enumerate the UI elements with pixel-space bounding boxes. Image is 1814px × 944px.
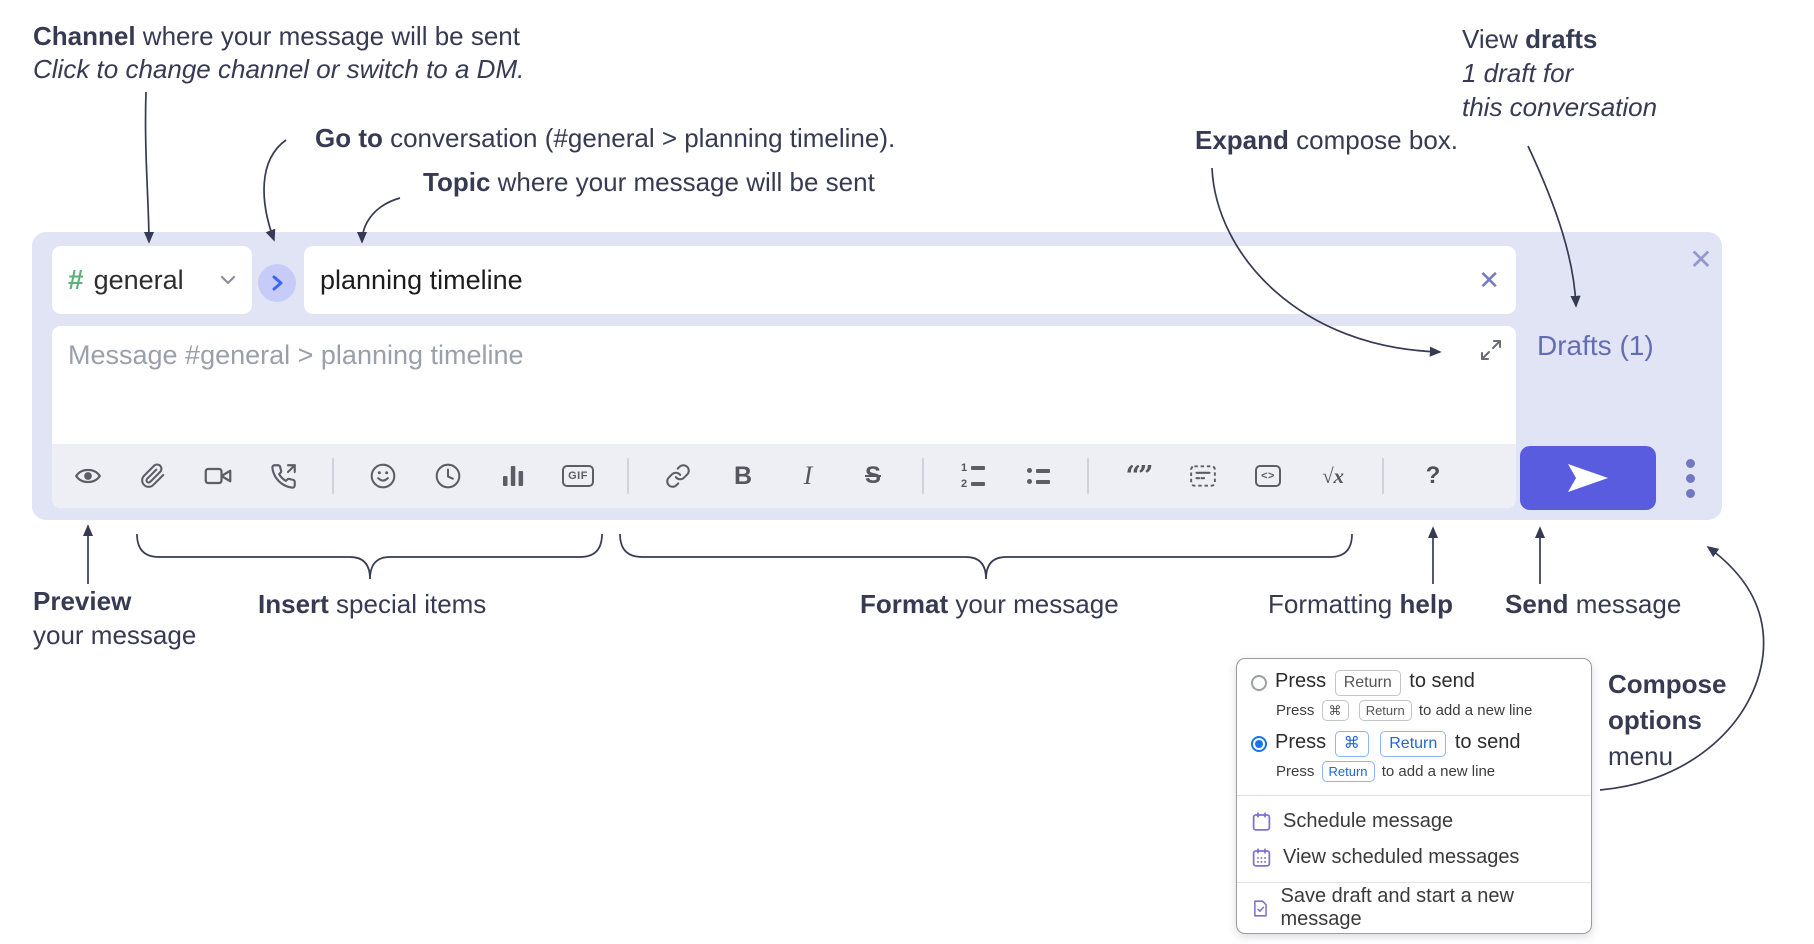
calendar-grid-icon — [1252, 847, 1271, 867]
close-compose-button[interactable]: ✕ — [1682, 240, 1720, 278]
annotation-format: Format your message — [860, 589, 1119, 619]
menu-item-save-draft[interactable]: Save draft and start a new message — [1251, 885, 1577, 930]
spoiler-icon[interactable] — [1187, 460, 1219, 492]
option-return-subtext: Press ⌘ Return to add a new line — [1276, 700, 1533, 721]
toolbar-divider — [627, 458, 629, 494]
expand-compose-icon[interactable] — [1478, 338, 1504, 364]
expand-arrows-icon — [1481, 340, 1501, 360]
chevron-down-icon — [220, 275, 236, 285]
menu-item-schedule-message[interactable]: Schedule message — [1251, 803, 1577, 839]
go-to-conversation-button[interactable] — [258, 264, 296, 302]
topic-field: ✕ — [304, 246, 1516, 314]
annotation-goto: Go to conversation (#general > planning … — [315, 123, 896, 153]
annotation-topic: Topic where your message will be sent — [423, 167, 875, 197]
message-input[interactable] — [52, 326, 1516, 438]
italic-icon[interactable]: I — [803, 461, 813, 490]
annotation-expand: Expand compose box. — [1195, 125, 1459, 155]
link-icon[interactable] — [662, 460, 694, 492]
ellipsis-icon — [1685, 458, 1695, 468]
message-area: GIF B I S 1 2 “” — [52, 326, 1516, 508]
kbd-return: Return — [1321, 761, 1375, 782]
brace-format — [619, 533, 1353, 580]
compose-options-button[interactable] — [1674, 450, 1706, 506]
emoji-icon[interactable] — [367, 460, 399, 492]
channel-hash-icon: # — [68, 264, 84, 295]
send-plane-icon — [1568, 464, 1608, 492]
add-global-time-icon[interactable] — [432, 460, 464, 492]
gif-icon[interactable]: GIF — [562, 460, 594, 492]
kbd-return: Return — [1334, 670, 1401, 696]
save-draft-icon — [1254, 899, 1267, 917]
code-icon[interactable]: <> — [1252, 460, 1284, 492]
numbered-list-icon[interactable]: 1 2 — [957, 460, 989, 492]
kbd-cmd: ⌘ — [1334, 731, 1369, 757]
compose-box: # general ✕ ✕ — [32, 232, 1722, 520]
toolbar-divider — [1087, 458, 1089, 494]
toolbar-divider — [332, 458, 334, 494]
arrow-channel — [143, 91, 155, 244]
annotation-view-drafts: View drafts 1 draft for this conversatio… — [1462, 24, 1658, 122]
math-icon[interactable]: √x — [1321, 463, 1345, 488]
option-cmd-return-to-send[interactable]: Press ⌘ Return to send — [1251, 731, 1577, 757]
bulleted-list-icon[interactable] — [1022, 460, 1054, 492]
quote-icon[interactable]: “” — [1125, 460, 1153, 492]
strikethrough-icon[interactable]: S — [864, 462, 881, 489]
channel-name: general — [93, 264, 184, 295]
menu-divider — [1237, 882, 1591, 883]
menu-divider — [1237, 795, 1591, 796]
toolbar-divider — [1382, 458, 1384, 494]
annotation-channel: Channel where your message will be sent … — [33, 21, 525, 84]
annotation-compose-options: Compose options menu — [1608, 669, 1727, 771]
radio-unselected[interactable] — [1251, 675, 1267, 691]
preview-eye-icon[interactable] — [72, 460, 104, 492]
channel-selector[interactable]: # general — [52, 246, 252, 314]
attach-file-icon[interactable] — [137, 460, 169, 492]
bold-icon[interactable]: B — [733, 461, 753, 490]
brace-insert — [136, 533, 603, 580]
compose-options-menu: Press Return to send Press ⌘ Return to a… — [1236, 658, 1592, 934]
annotation-send: Send message — [1505, 589, 1682, 619]
voice-call-icon[interactable] — [267, 460, 299, 492]
video-call-icon[interactable] — [202, 460, 234, 492]
annotation-formatting-help: Formatting help — [1268, 589, 1453, 619]
send-button[interactable] — [1520, 446, 1656, 510]
arrow-goto — [263, 139, 287, 242]
chevron-right-icon — [272, 275, 283, 291]
kbd-return: Return — [1380, 731, 1447, 757]
topic-input[interactable] — [304, 264, 1463, 296]
poll-icon[interactable] — [497, 460, 529, 492]
toolbar-divider — [922, 458, 924, 494]
kbd-cmd: ⌘ — [1321, 700, 1349, 721]
annotation-insert: Insert special items — [258, 589, 487, 619]
radio-selected[interactable] — [1251, 736, 1267, 752]
option-cmd-return-subtext: Press Return to add a new line — [1276, 761, 1496, 782]
menu-item-view-scheduled[interactable]: View scheduled messages — [1251, 839, 1577, 875]
calendar-icon — [1252, 811, 1271, 831]
annotation-preview: Preview your message — [33, 586, 197, 650]
drafts-link[interactable]: Drafts (1) — [1537, 330, 1654, 361]
clear-topic-button[interactable]: ✕ — [1462, 265, 1516, 296]
help-icon[interactable]: ? — [1425, 462, 1441, 489]
kbd-return: Return — [1358, 700, 1412, 721]
compose-toolbar: GIF B I S 1 2 “” — [52, 444, 1516, 508]
option-return-to-send[interactable]: Press Return to send — [1251, 670, 1577, 696]
